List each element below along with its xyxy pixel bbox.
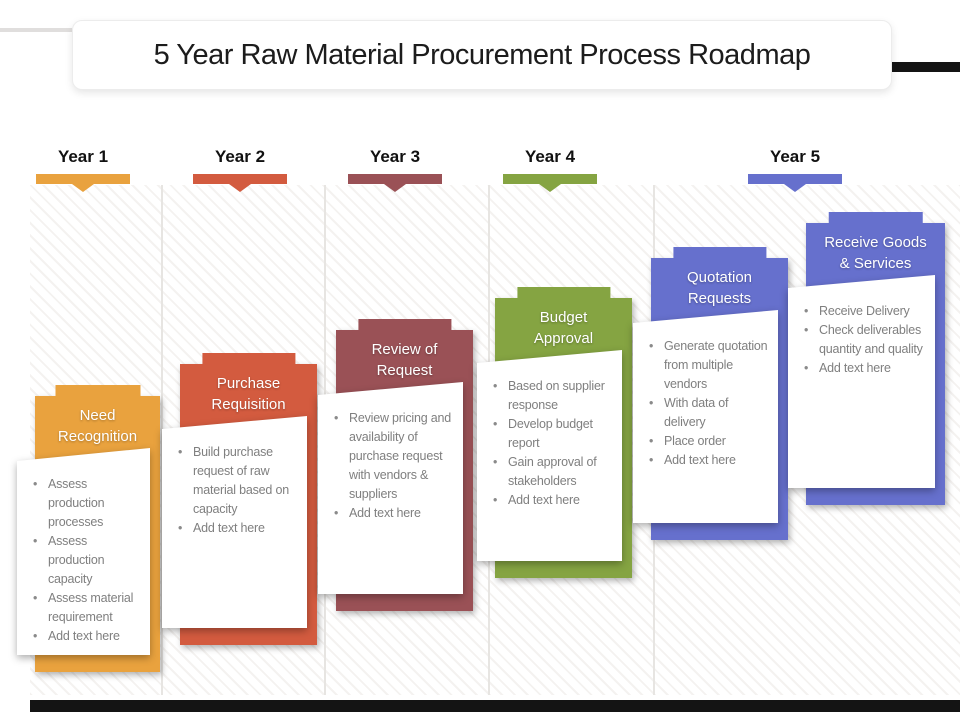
card-title: Review of Request <box>371 341 438 380</box>
bullet-item: Add text here <box>491 491 616 510</box>
bottom-accent-bar <box>30 700 960 712</box>
bullet-item: Based on supplier response <box>491 377 616 415</box>
bullet-item: Place order <box>647 432 772 451</box>
year-label: Year 1 <box>57 147 109 166</box>
bullet-item: Build purchase request of raw material b… <box>176 443 301 519</box>
bullet-item: Add text here <box>332 504 457 523</box>
top-right-accent-bar <box>886 62 960 72</box>
year-label: Year 3 <box>369 147 421 166</box>
top-left-accent-line <box>0 28 72 32</box>
card-bullet-list: Receive DeliveryCheck deliverables quant… <box>788 275 935 378</box>
card-bullet-list: Review pricing and availability of purch… <box>318 382 463 523</box>
bullet-item: Review pricing and availability of purch… <box>332 409 457 504</box>
year-marker-3: Year 3 <box>348 146 442 184</box>
year-label: Year 2 <box>214 147 266 166</box>
card-paper: Generate quotation from multiple vendors… <box>633 310 778 523</box>
slide-title: 5 Year Raw Material Procurement Process … <box>153 38 811 71</box>
card-title: Purchase Requisition <box>211 375 286 414</box>
year-tab-marker <box>503 174 597 184</box>
year-tab-marker <box>36 174 130 184</box>
card-paper: Assess production processesAssess produc… <box>17 448 150 655</box>
card-bullet-list: Assess production processesAssess produc… <box>17 448 150 646</box>
card-bullet-list: Based on supplier responseDevelop budget… <box>477 350 622 510</box>
card-title: Budget Approval <box>533 309 594 348</box>
card-budget-approval: Budget Approval Based on supplier respon… <box>477 298 632 578</box>
year-marker-1: Year 1 <box>36 146 130 184</box>
bullet-item: Gain approval of stakeholders <box>491 453 616 491</box>
bullet-item: Add text here <box>31 627 144 646</box>
bullet-item: Check deliverables quantity and quality <box>802 321 929 359</box>
bullet-item: Assess production capacity <box>31 532 144 589</box>
bullet-item: Add text here <box>176 519 301 538</box>
card-paper: Based on supplier responseDevelop budget… <box>477 350 622 561</box>
card-paper: Receive DeliveryCheck deliverables quant… <box>788 275 935 488</box>
year-marker-5: Year 5 <box>748 146 842 184</box>
card-purchase-requisition: Purchase Requisition Build purchase requ… <box>162 364 317 645</box>
bullet-item: Add text here <box>802 359 929 378</box>
bullet-item: Develop budget report <box>491 415 616 453</box>
year-tab-marker <box>748 174 842 184</box>
card-quotation-requests: Quotation Requests Generate quotation fr… <box>633 258 788 540</box>
bullet-item: Assess production processes <box>31 475 144 532</box>
bullet-item: Assess material requirement <box>31 589 144 627</box>
slide-title-box: 5 Year Raw Material Procurement Process … <box>72 20 892 90</box>
card-title: Receive Goods & Services <box>824 234 927 273</box>
card-receive-goods-services: Receive Goods & Services Receive Deliver… <box>788 223 945 505</box>
bullet-item: Receive Delivery <box>802 302 929 321</box>
bullet-item: With data of delivery <box>647 394 772 432</box>
card-title: Need Recognition <box>57 407 138 446</box>
year-label: Year 4 <box>524 147 576 166</box>
card-need-recognition: Need Recognition Assess production proce… <box>17 396 160 672</box>
card-paper: Review pricing and availability of purch… <box>318 382 463 594</box>
year-marker-4: Year 4 <box>503 146 597 184</box>
card-title: Quotation Requests <box>686 269 753 308</box>
card-review-of-request: Review of Request Review pricing and ava… <box>318 330 473 611</box>
card-bullet-list: Build purchase request of raw material b… <box>162 416 307 538</box>
bullet-item: Generate quotation from multiple vendors <box>647 337 772 394</box>
year-tab-marker <box>348 174 442 184</box>
year-label: Year 5 <box>769 147 821 166</box>
card-bullet-list: Generate quotation from multiple vendors… <box>633 310 778 470</box>
card-paper: Build purchase request of raw material b… <box>162 416 307 628</box>
bullet-item: Add text here <box>647 451 772 470</box>
year-tab-marker <box>193 174 287 184</box>
year-marker-2: Year 2 <box>193 146 287 184</box>
